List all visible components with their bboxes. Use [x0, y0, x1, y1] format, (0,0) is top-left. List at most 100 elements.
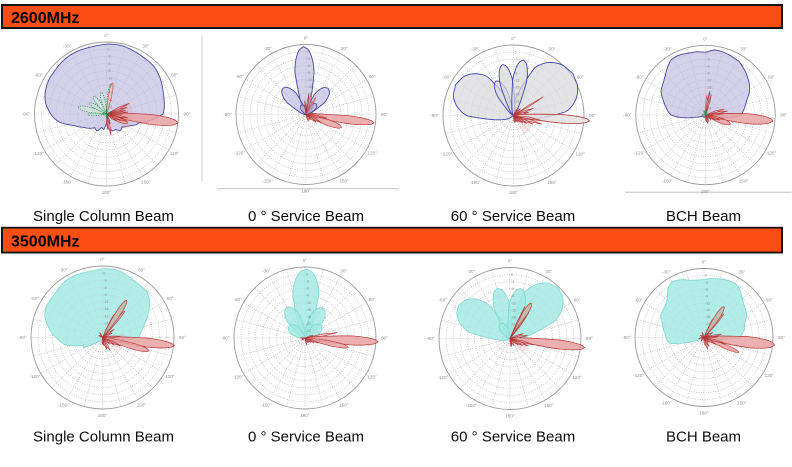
svg-text:0°: 0° — [100, 257, 105, 262]
svg-text:150°: 150° — [544, 403, 554, 408]
svg-text:0°: 0° — [304, 36, 309, 41]
svg-text:-15: -15 — [108, 84, 113, 88]
svg-text:-24: -24 — [104, 329, 109, 333]
svg-text:-12: -12 — [705, 301, 710, 305]
svg-text:120°: 120° — [165, 374, 175, 379]
svg-text:-24: -24 — [705, 329, 710, 333]
svg-text:-150°: -150° — [661, 401, 672, 406]
svg-text:-60°: -60° — [234, 297, 243, 302]
svg-text:150°: 150° — [141, 180, 151, 185]
svg-text:-3: -3 — [104, 279, 107, 283]
svg-text:-21: -21 — [307, 99, 312, 103]
svg-text:-21: -21 — [705, 322, 710, 326]
svg-text:-6: -6 — [104, 286, 107, 290]
svg-text:-3: -3 — [306, 280, 309, 284]
svg-text:-24: -24 — [511, 330, 516, 334]
svg-text:-60°: -60° — [635, 75, 644, 80]
svg-text:0°: 0° — [703, 36, 708, 41]
svg-text:-90°: -90° — [622, 335, 631, 340]
svg-text:-30°: -30° — [63, 44, 72, 49]
svg-text:90°: 90° — [586, 336, 593, 341]
svg-text:-60°: -60° — [634, 297, 643, 302]
svg-text:-90°: -90° — [623, 113, 632, 118]
svg-text:0 ° Service Beam: 0 ° Service Beam — [248, 208, 364, 225]
svg-text:Single Column Beam: Single Column Beam — [33, 208, 174, 225]
svg-text:120°: 120° — [767, 151, 777, 156]
svg-text:-120°: -120° — [633, 373, 644, 378]
svg-text:150°: 150° — [137, 403, 147, 408]
svg-text:-90°: -90° — [426, 336, 435, 341]
svg-text:0°: 0° — [104, 33, 109, 38]
svg-text:-12: -12 — [306, 301, 311, 305]
svg-text:-15: -15 — [306, 308, 311, 312]
svg-text:150°: 150° — [339, 403, 349, 408]
svg-text:30°: 30° — [142, 44, 149, 49]
svg-text:-9: -9 — [511, 294, 514, 298]
svg-text:BCH Beam: BCH Beam — [666, 208, 741, 225]
svg-text:0: 0 — [705, 274, 707, 278]
svg-text:-18: -18 — [705, 315, 710, 319]
svg-text:-90°: -90° — [18, 335, 27, 340]
svg-text:-90°: -90° — [22, 112, 31, 117]
svg-text:60 ° Service Beam: 60 ° Service Beam — [451, 429, 575, 446]
svg-text:60°: 60° — [768, 75, 775, 80]
svg-text:0°: 0° — [511, 36, 516, 41]
svg-text:-9: -9 — [306, 294, 309, 298]
svg-text:BCH Beam: BCH Beam — [666, 429, 741, 446]
svg-text:-9: -9 — [515, 72, 518, 76]
svg-text:90°: 90° — [778, 335, 785, 340]
svg-text:-12: -12 — [511, 301, 516, 305]
svg-text:-18: -18 — [306, 315, 311, 319]
svg-text:-6: -6 — [707, 65, 710, 69]
svg-text:0: 0 — [511, 273, 513, 277]
svg-text:120°: 120° — [367, 374, 377, 379]
svg-text:3500MHz: 3500MHz — [11, 234, 79, 251]
svg-text:0°: 0° — [702, 260, 707, 265]
svg-text:-120°: -120° — [33, 151, 44, 156]
svg-text:-21: -21 — [306, 322, 311, 326]
svg-text:180°: 180° — [509, 190, 519, 195]
svg-text:90°: 90° — [589, 113, 596, 118]
svg-text:-150°: -150° — [62, 180, 73, 185]
svg-text:0: 0 — [306, 272, 308, 276]
svg-text:-12: -12 — [307, 78, 312, 82]
svg-text:-18: -18 — [707, 92, 712, 96]
svg-text:-150°: -150° — [261, 403, 272, 408]
svg-text:-150°: -150° — [466, 403, 477, 408]
svg-text:-21: -21 — [707, 99, 712, 103]
svg-text:-18: -18 — [307, 92, 312, 96]
svg-text:-9: -9 — [104, 293, 107, 297]
svg-text:180°: 180° — [505, 414, 515, 419]
svg-text:-3: -3 — [705, 281, 708, 285]
svg-text:-120°: -120° — [437, 375, 448, 380]
svg-text:-9: -9 — [307, 71, 310, 75]
svg-text:-30°: -30° — [471, 46, 480, 51]
svg-text:90°: 90° — [381, 336, 388, 341]
svg-text:-120°: -120° — [232, 374, 243, 379]
svg-text:0 ° Service Beam: 0 ° Service Beam — [248, 429, 364, 446]
svg-text:-30°: -30° — [264, 46, 273, 51]
svg-text:90°: 90° — [184, 112, 191, 117]
svg-text:-6: -6 — [108, 62, 111, 66]
svg-text:180°: 180° — [300, 413, 310, 418]
svg-text:150°: 150° — [547, 180, 557, 185]
svg-text:150°: 150° — [739, 179, 749, 184]
svg-text:-24: -24 — [515, 107, 520, 111]
svg-text:30°: 30° — [138, 268, 145, 273]
svg-text:30°: 30° — [545, 269, 552, 274]
svg-text:-18: -18 — [515, 93, 520, 97]
svg-text:0: 0 — [515, 50, 517, 54]
svg-text:-3: -3 — [511, 280, 514, 284]
svg-text:-15: -15 — [104, 307, 109, 311]
svg-text:-150°: -150° — [58, 403, 69, 408]
svg-text:-6: -6 — [515, 65, 518, 69]
svg-text:0: 0 — [104, 271, 106, 275]
svg-text:-90°: -90° — [221, 336, 230, 341]
svg-text:-120°: -120° — [634, 151, 645, 156]
svg-text:90°: 90° — [179, 335, 186, 340]
svg-text:-120°: -120° — [441, 152, 452, 157]
svg-text:-24: -24 — [707, 106, 712, 110]
svg-text:-9: -9 — [108, 69, 111, 73]
svg-text:180°: 180° — [699, 411, 709, 416]
svg-text:-15: -15 — [705, 308, 710, 312]
